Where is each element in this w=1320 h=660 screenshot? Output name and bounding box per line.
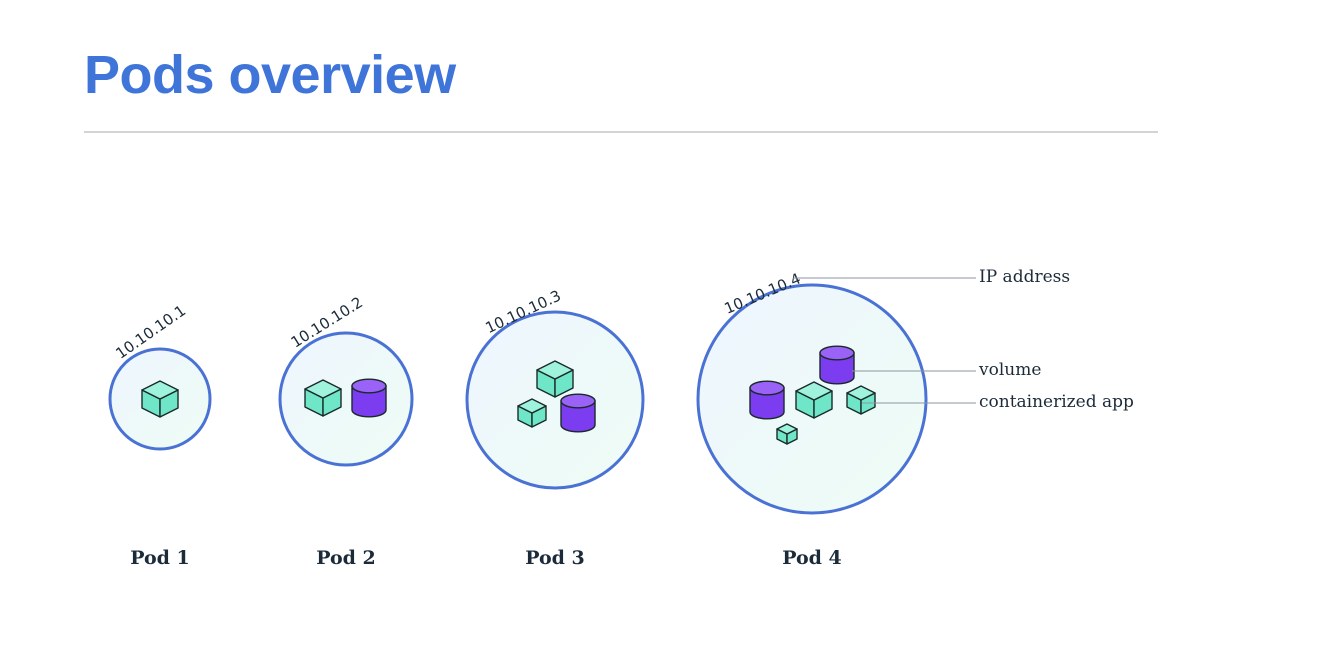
pod-name-label: Pod 1: [130, 547, 190, 569]
legend-containerized-app-label: containerized app: [979, 392, 1134, 412]
legend-ip-address-label: IP address: [979, 267, 1070, 287]
legend: IP address volume containerized app: [793, 267, 1134, 412]
volume-cylinder-icon: [351, 378, 387, 418]
containerized-app-cube-icon: [536, 360, 574, 398]
pod-name-label: Pod 3: [525, 547, 585, 569]
volume-cylinder-icon: [749, 380, 785, 420]
legend-volume-label: volume: [978, 360, 1041, 380]
pod-circle: [465, 310, 645, 490]
containerized-app-cube-icon: [846, 385, 876, 415]
page-title: Pods overview: [84, 45, 456, 105]
pod-circle: [278, 331, 414, 467]
volume-cylinder-icon: [560, 393, 596, 433]
pod-name-label: Pod 4: [782, 547, 842, 569]
containerized-app-cube-icon: [795, 381, 833, 419]
volume-cylinder-icon: [819, 345, 855, 385]
containerized-app-cube-icon: [304, 379, 342, 417]
pod-name-label: Pod 2: [316, 547, 376, 569]
containerized-app-cube-icon: [517, 398, 547, 428]
title-divider: [84, 131, 1158, 133]
containerized-app-cube-icon: [141, 380, 179, 418]
containerized-app-cube-icon: [776, 423, 798, 445]
